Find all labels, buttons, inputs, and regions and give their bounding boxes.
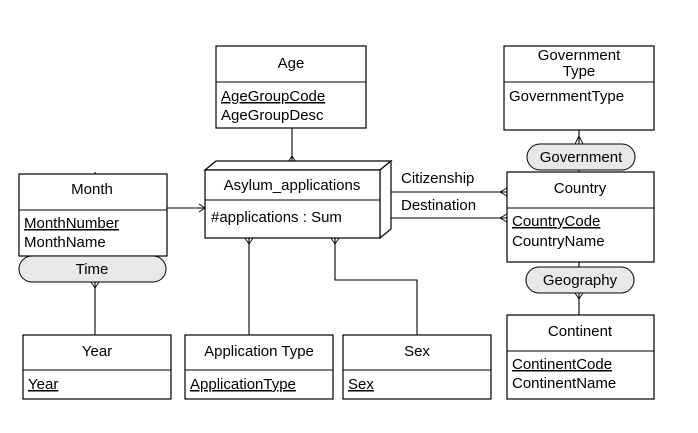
dimension-month[interactable]: Month MonthNumber MonthName [18, 173, 168, 257]
time-pill [18, 255, 167, 283]
fact-top-face [203, 160, 393, 171]
time-label: Time [76, 261, 109, 278]
dimension-application-type[interactable]: Application Type ApplicationType [184, 334, 334, 400]
government-pill [526, 143, 636, 171]
government-type-title-line-2: Type [563, 63, 596, 80]
crows-foot-time [90, 281, 100, 289]
fact-measure: #applications : Sum [211, 209, 342, 226]
age-attr: AgeGroupDesc [221, 107, 324, 124]
month-title: Month [71, 181, 113, 198]
government-type-attr: GovernmentType [509, 88, 624, 105]
application-type-box [184, 334, 334, 400]
year-box [22, 334, 172, 400]
continent-title: Continent [548, 323, 613, 340]
age-attr-key: AgeGroupCode [221, 88, 325, 105]
dimension-sex[interactable]: Sex Sex [342, 334, 492, 400]
continent-attr: ContinentName [512, 375, 616, 392]
country-attr: CountryName [512, 233, 605, 250]
connector-fact-sex [334, 238, 418, 335]
dimension-age[interactable]: Age AgeGroupCode AgeGroupDesc [215, 45, 367, 129]
year-title: Year [82, 343, 112, 360]
sex-title: Sex [404, 343, 430, 360]
country-box [506, 171, 655, 263]
month-attr-key: MonthNumber [24, 215, 119, 232]
government-type-title-line-1: Government [538, 47, 621, 64]
geography-label: Geography [543, 272, 618, 289]
month-box [18, 173, 168, 257]
role-citizenship: Citizenship [401, 170, 474, 187]
crows-foot-geography [574, 292, 584, 300]
country-title: Country [554, 180, 607, 197]
dimension-continent[interactable]: Continent ContinentCode ContinentName [506, 314, 655, 400]
dimension-country[interactable]: Country CountryCode CountryName [506, 171, 655, 263]
crows-foot-age [287, 155, 297, 163]
dimension-year[interactable]: Year Year [22, 334, 172, 400]
crows-foot-application-type [244, 237, 254, 245]
application-type-attr-key: ApplicationType [190, 376, 296, 393]
country-attr-key: CountryCode [512, 213, 600, 230]
crows-foot-government [574, 134, 584, 145]
age-box [215, 45, 367, 129]
continent-box [506, 314, 655, 400]
sex-attr-key: Sex [348, 376, 374, 393]
geography-pill [525, 266, 635, 294]
crows-foot-markers [90, 134, 584, 300]
hierarchy-government[interactable]: Government [526, 143, 636, 171]
year-attr-key: Year [28, 376, 58, 393]
continent-attr-key: ContinentCode [512, 356, 612, 373]
fact-front-face [204, 169, 381, 239]
fact-name: Asylum_applications [224, 177, 361, 194]
hierarchy-geography[interactable]: Geography [525, 266, 635, 294]
application-type-title: Application Type [204, 343, 314, 360]
government-type-box [503, 45, 655, 131]
crows-foot-sex [330, 237, 340, 245]
crows-foot-citizenship [499, 187, 508, 197]
role-destination: Destination [401, 197, 476, 214]
sex-box [342, 334, 492, 400]
age-title: Age [278, 55, 305, 72]
hierarchy-time[interactable]: Time [18, 255, 167, 283]
fact-side-face [379, 159, 392, 240]
crows-foot-destination [499, 213, 508, 223]
government-label: Government [540, 149, 623, 166]
fact-table[interactable]: Asylum_applications #applications : Sum [203, 159, 393, 240]
month-attr: MonthName [24, 234, 106, 251]
